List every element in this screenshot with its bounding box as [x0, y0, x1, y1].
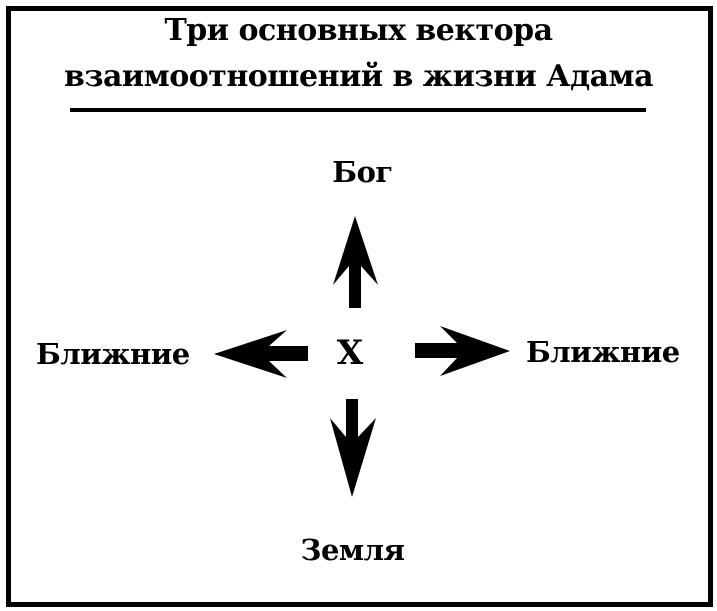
diagram-title-line-2: взаимоотношений в жизни Адама — [63, 59, 654, 94]
diagram-frame — [6, 6, 713, 607]
label-earth: Земля — [300, 533, 405, 567]
diagram-title-line-1: Три основных вектора — [164, 13, 553, 48]
label-god: Бог — [332, 155, 393, 189]
label-neighbors-left: Ближние — [36, 337, 190, 371]
center-x-mark: X — [336, 333, 364, 373]
title-underline — [70, 108, 646, 112]
arrow-down-icon — [330, 399, 376, 497]
arrow-left-icon — [214, 330, 308, 378]
label-neighbors-right: Ближние — [526, 335, 680, 369]
arrow-right-icon — [415, 326, 510, 376]
arrow-up-icon — [333, 216, 378, 308]
